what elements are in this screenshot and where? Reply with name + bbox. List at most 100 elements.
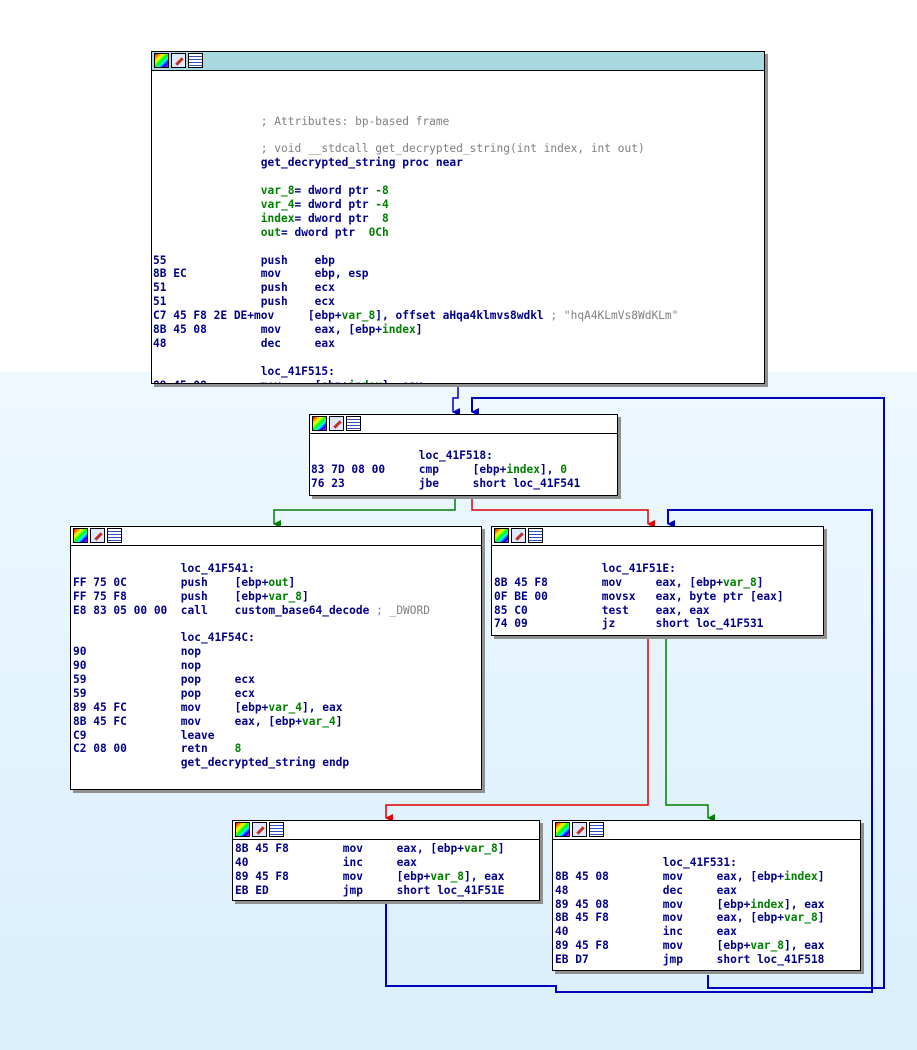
edge-scan-to-advance xyxy=(385,636,649,822)
code-line[interactable]: var_8= dword ptr -8 xyxy=(260,184,389,198)
node-header xyxy=(553,821,860,840)
code-line[interactable] xyxy=(494,548,784,562)
code-line[interactable]: 8B 45 FC mov eax, [ebp+var_4] xyxy=(73,714,343,728)
code-line[interactable] xyxy=(73,617,376,631)
code-line[interactable]: 40 inc eax xyxy=(235,855,417,869)
code-line[interactable]: loc_41F54C: xyxy=(73,631,255,645)
code-line[interactable]: 89 45 F8 mov [ebp+var_8], eax xyxy=(235,869,505,883)
code-line[interactable]: 55 push ebp xyxy=(153,253,335,267)
node-exit[interactable]: loc_41F541:FF 75 0C push [ebp+out]FF 75 … xyxy=(70,526,482,790)
code-listing: loc_41F541:FF 75 0C push [ebp+out]FF 75 … xyxy=(73,548,430,770)
edit-node-icon[interactable] xyxy=(511,528,526,543)
code-line[interactable]: loc_41F541: xyxy=(73,561,255,575)
graph-overview-icon[interactable] xyxy=(312,416,327,431)
code-line[interactable]: 8B 45 08 mov eax, [ebp+index] xyxy=(555,869,825,883)
edit-node-icon[interactable] xyxy=(252,822,267,837)
code-line[interactable]: 48 dec eax xyxy=(153,336,335,350)
code-line[interactable]: E8 83 05 00 00 call custom_base64_decode… xyxy=(73,603,430,617)
code-listing: loc_41F531:8B 45 08 mov eax, [ebp+index]… xyxy=(555,842,824,967)
code-line[interactable]: 8B 45 F8 mov eax, [ebp+var_8] xyxy=(235,842,505,855)
code-line[interactable]: FF 75 F8 push [ebp+var_8] xyxy=(73,589,309,603)
node-loop-head[interactable]: loc_41F518:83 7D 08 00 cmp [ebp+index], … xyxy=(309,414,618,496)
code-line[interactable]: 89 45 FC mov [ebp+var_4], eax xyxy=(73,700,343,714)
code-line[interactable] xyxy=(153,87,550,101)
code-line[interactable]: FF 75 0C push [ebp+out] xyxy=(73,575,296,589)
node-next[interactable]: loc_41F531:8B 45 08 mov eax, [ebp+index]… xyxy=(552,820,861,971)
edge-advance-to-scan xyxy=(385,509,873,993)
code-line[interactable]: EB D7 jmp short loc_41F518 xyxy=(555,953,825,967)
edit-node-icon[interactable] xyxy=(329,416,344,431)
graph-overview-icon[interactable] xyxy=(555,822,570,837)
code-line[interactable] xyxy=(153,129,550,143)
code-line[interactable] xyxy=(153,351,550,365)
code-line[interactable]: 8B EC mov ebp, esp xyxy=(153,267,369,281)
code-line[interactable]: 40 inc eax xyxy=(555,925,737,939)
code-line[interactable]: 90 nop xyxy=(73,645,201,659)
node-header xyxy=(492,527,823,546)
code-line[interactable]: 89 45 08 mov [ebp+index], eax xyxy=(153,379,550,383)
code-line[interactable]: 90 nop xyxy=(73,659,201,673)
graph-overview-icon[interactable] xyxy=(235,822,250,837)
code-line[interactable] xyxy=(153,101,550,115)
code-line[interactable]: loc_41F515: xyxy=(153,364,335,378)
listing-icon[interactable] xyxy=(107,528,122,543)
code-line[interactable]: 8B 45 08 mov eax, [ebp+index] xyxy=(153,323,423,337)
graph-overview-icon[interactable] xyxy=(73,528,88,543)
edit-node-icon[interactable] xyxy=(572,822,587,837)
code-line[interactable]: C9 leave xyxy=(73,728,215,742)
code-line[interactable] xyxy=(311,435,580,449)
code-line[interactable] xyxy=(73,548,376,562)
edge-loop-to-scan xyxy=(471,496,655,528)
graph-overview-icon[interactable] xyxy=(154,53,169,68)
code-listing: loc_41F51E:8B 45 F8 mov eax, [ebp+var_8]… xyxy=(494,548,784,631)
code-line[interactable]: loc_41F531: xyxy=(555,855,737,869)
code-line[interactable] xyxy=(555,842,824,856)
code-line[interactable]: loc_41F51E: xyxy=(494,561,676,575)
edge-entry-to-loop xyxy=(452,385,460,416)
code-line[interactable]: C7 45 F8 2E DE+mov [ebp+var_8], offset a… xyxy=(153,309,679,323)
code-line[interactable]: get_decrypted_string endp xyxy=(73,756,350,770)
node-header xyxy=(233,821,539,840)
code-line[interactable]: 89 45 F8 mov [ebp+var_8], eax xyxy=(555,939,825,953)
listing-icon[interactable] xyxy=(528,528,543,543)
listing-icon[interactable] xyxy=(188,53,203,68)
code-line[interactable]: out= dword ptr 0Ch xyxy=(260,225,389,239)
code-line[interactable]: EB ED jmp short loc_41F51E xyxy=(235,883,505,897)
code-listing: loc_41F518:83 7D 08 00 cmp [ebp+index], … xyxy=(311,435,580,491)
node-scan[interactable]: loc_41F51E:8B 45 F8 mov eax, [ebp+var_8]… xyxy=(491,526,824,636)
code-listing: ; Attributes: bp-based frame ; void __st… xyxy=(153,73,679,383)
code-line[interactable] xyxy=(153,73,550,87)
code-line[interactable]: var_4= dword ptr -4 xyxy=(260,198,389,212)
code-line[interactable]: loc_41F518: xyxy=(311,448,493,462)
code-line[interactable]: 51 push ecx xyxy=(153,295,335,309)
code-line[interactable]: ; Attributes: bp-based frame xyxy=(260,114,450,128)
listing-icon[interactable] xyxy=(346,416,361,431)
code-line[interactable]: 85 C0 test eax, eax xyxy=(494,603,710,617)
code-line[interactable] xyxy=(153,170,550,184)
code-line[interactable]: 74 09 jz short loc_41F531 xyxy=(494,617,764,631)
code-line[interactable]: 8B 45 F8 mov eax, [ebp+var_8] xyxy=(555,911,825,925)
graph-overview-icon[interactable] xyxy=(494,528,509,543)
code-line[interactable]: 8B 45 F8 mov eax, [ebp+var_8] xyxy=(494,575,764,589)
code-line[interactable]: 48 dec eax xyxy=(555,883,737,897)
listing-icon[interactable] xyxy=(589,822,604,837)
code-line[interactable]: 59 pop ecx xyxy=(73,686,255,700)
code-line[interactable]: 76 23 jbe short loc_41F541 xyxy=(311,476,581,490)
code-line[interactable]: 83 7D 08 00 cmp [ebp+index], 0 xyxy=(311,462,567,476)
code-line[interactable]: 59 pop ecx xyxy=(73,673,255,687)
code-line[interactable] xyxy=(153,240,550,254)
code-line[interactable]: C2 08 00 retn 8 xyxy=(73,742,242,756)
code-line[interactable]: index= dword ptr 8 xyxy=(260,211,389,225)
edge-next-to-loop xyxy=(471,397,885,989)
edit-node-icon[interactable] xyxy=(171,53,186,68)
code-line[interactable]: ; void __stdcall get_decrypted_string(in… xyxy=(260,142,645,156)
edit-node-icon[interactable] xyxy=(90,528,105,543)
code-line[interactable]: 51 push ecx xyxy=(153,281,335,295)
code-line[interactable]: get_decrypted_string proc near xyxy=(153,156,463,170)
code-line[interactable]: 89 45 08 mov [ebp+index], eax xyxy=(555,897,825,911)
node-entry[interactable]: ; Attributes: bp-based frame ; void __st… xyxy=(151,51,765,384)
listing-icon[interactable] xyxy=(269,822,284,837)
code-line[interactable]: 0F BE 00 movsx eax, byte ptr [eax] xyxy=(494,589,784,603)
